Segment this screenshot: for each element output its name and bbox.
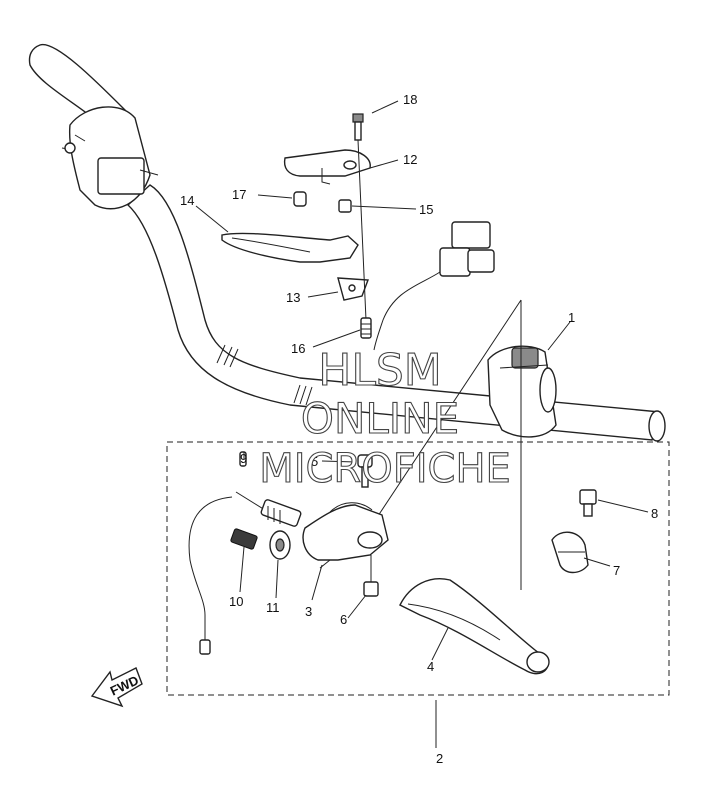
callouts: 18 12 17 15 14 13 16 1 5 9 8 7 10 11 3 6…: [180, 92, 658, 766]
watermark-line-3: MICROFICHE: [259, 446, 511, 492]
lever-bracket-3: [302, 502, 389, 569]
callout-18: 18: [403, 92, 417, 107]
bolt-18: [352, 113, 364, 141]
callout-17: 17: [232, 187, 246, 202]
callout-6: 6: [340, 612, 347, 627]
bolt-16: [360, 317, 372, 339]
callout-10: 10: [229, 594, 243, 609]
callout-16: 16: [291, 341, 305, 356]
lever-14: [221, 232, 359, 263]
callout-15: 15: [419, 202, 433, 217]
bolt-8: [579, 489, 597, 517]
watermark-line-2: ONLINE: [301, 394, 459, 443]
center-axis: [357, 139, 367, 321]
watermark: HLSM ONLINE MICROFICHE: [259, 344, 512, 492]
nut-15: [338, 199, 352, 213]
switch-1: [487, 345, 557, 438]
callout-9: 9: [240, 451, 247, 466]
callout-1: 1: [568, 310, 575, 325]
screw-5: [357, 454, 373, 488]
lock-nut-11: [269, 530, 291, 560]
callout-14: 14: [180, 193, 194, 208]
throttle-grip: [28, 44, 159, 210]
callout-11: 11: [266, 600, 280, 615]
clutch-lever-4: [399, 578, 550, 675]
callout-4: 4: [427, 659, 434, 674]
switch-guideline: [371, 299, 522, 590]
switch-connector: [373, 221, 495, 351]
callout-7: 7: [613, 563, 620, 578]
clamp-7: [551, 531, 589, 574]
adjuster-bolt-10: [230, 528, 258, 550]
callout-12: 12: [403, 152, 417, 167]
callout-3: 3: [305, 604, 312, 619]
callout-13: 13: [286, 290, 300, 305]
holder-13: [337, 277, 369, 301]
fwd-arrow: FWD: [90, 667, 143, 708]
bracket-12: [283, 149, 371, 185]
leader-lines: [195, 100, 649, 748]
callout-8: 8: [651, 506, 658, 521]
clutch-cable: [188, 491, 302, 655]
nut-6: [363, 555, 379, 597]
knob-17: [293, 191, 307, 207]
lever-assembly-box: [166, 441, 670, 696]
handlebar: [126, 184, 666, 442]
callout-5: 5: [311, 454, 318, 469]
callout-2: 2: [436, 751, 443, 766]
watermark-line-1: HLSM: [318, 345, 442, 396]
